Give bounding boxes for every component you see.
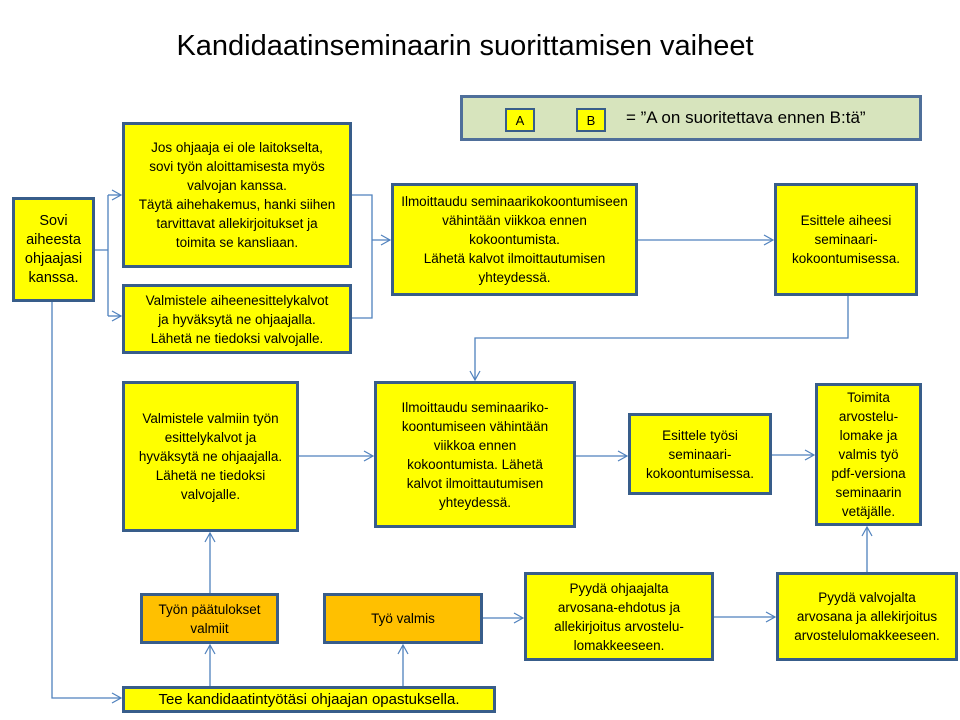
- milestone-tyo-valmis: Työ valmis: [323, 593, 483, 644]
- step-esittele-tyo: Esittele työsi seminaari- kokoontumisess…: [628, 413, 772, 495]
- arrow-sovi-branch: [95, 195, 109, 316]
- step-pyyda-ohjaaja: Pyydä ohjaajalta arvosana-ehdotus ja all…: [524, 572, 714, 661]
- milestone-paatulokset: Työn päätulokset valmiit: [140, 593, 279, 644]
- page-title: Kandidaatinseminaarin suorittamisen vaih…: [176, 30, 754, 62]
- step-pyyda-valvoja: Pyydä valvojalta arvosana ja allekirjoit…: [776, 572, 958, 661]
- arrow-merge: [352, 194, 390, 319]
- step-esittele-aihe: Esittele aiheesi seminaari- kokoontumise…: [774, 183, 918, 296]
- legend-box-b: B: [576, 108, 606, 132]
- step-ilmoittaudu-2: Ilmoittaudu seminaariko- koontumiseen vä…: [374, 381, 576, 528]
- step-valmistele-valmis: Valmistele valmiin työn esittelykalvot j…: [122, 381, 299, 532]
- arrow-sovi-tee: [51, 302, 123, 704]
- legend-text: = ”A on suoritettava ennen B:tä”: [626, 108, 866, 127]
- step-sovi: Sovi aiheesta ohjaajasi kanssa.: [12, 197, 95, 302]
- step-tee-tyo: Tee kandidaatintyötäsi ohjaajan opastuks…: [122, 686, 496, 713]
- step-valmistele-aihe: Valmistele aiheenesittelykalvot ja hyväk…: [122, 284, 352, 354]
- step-ilmoittaudu-1: Ilmoittaudu seminaarikokoontumiseen vähi…: [391, 183, 638, 296]
- step-toimita: Toimita arvostelu- lomake ja valmis työ …: [815, 383, 922, 526]
- step-jos-ohjaaja: Jos ohjaaja ei ole laitokselta, sovi työ…: [122, 122, 352, 268]
- legend: A B = ”A on suoritettava ennen B:tä”: [460, 95, 922, 141]
- arrow-esittele-ilmoittaudu2: [469, 296, 849, 382]
- legend-box-a: A: [505, 108, 535, 132]
